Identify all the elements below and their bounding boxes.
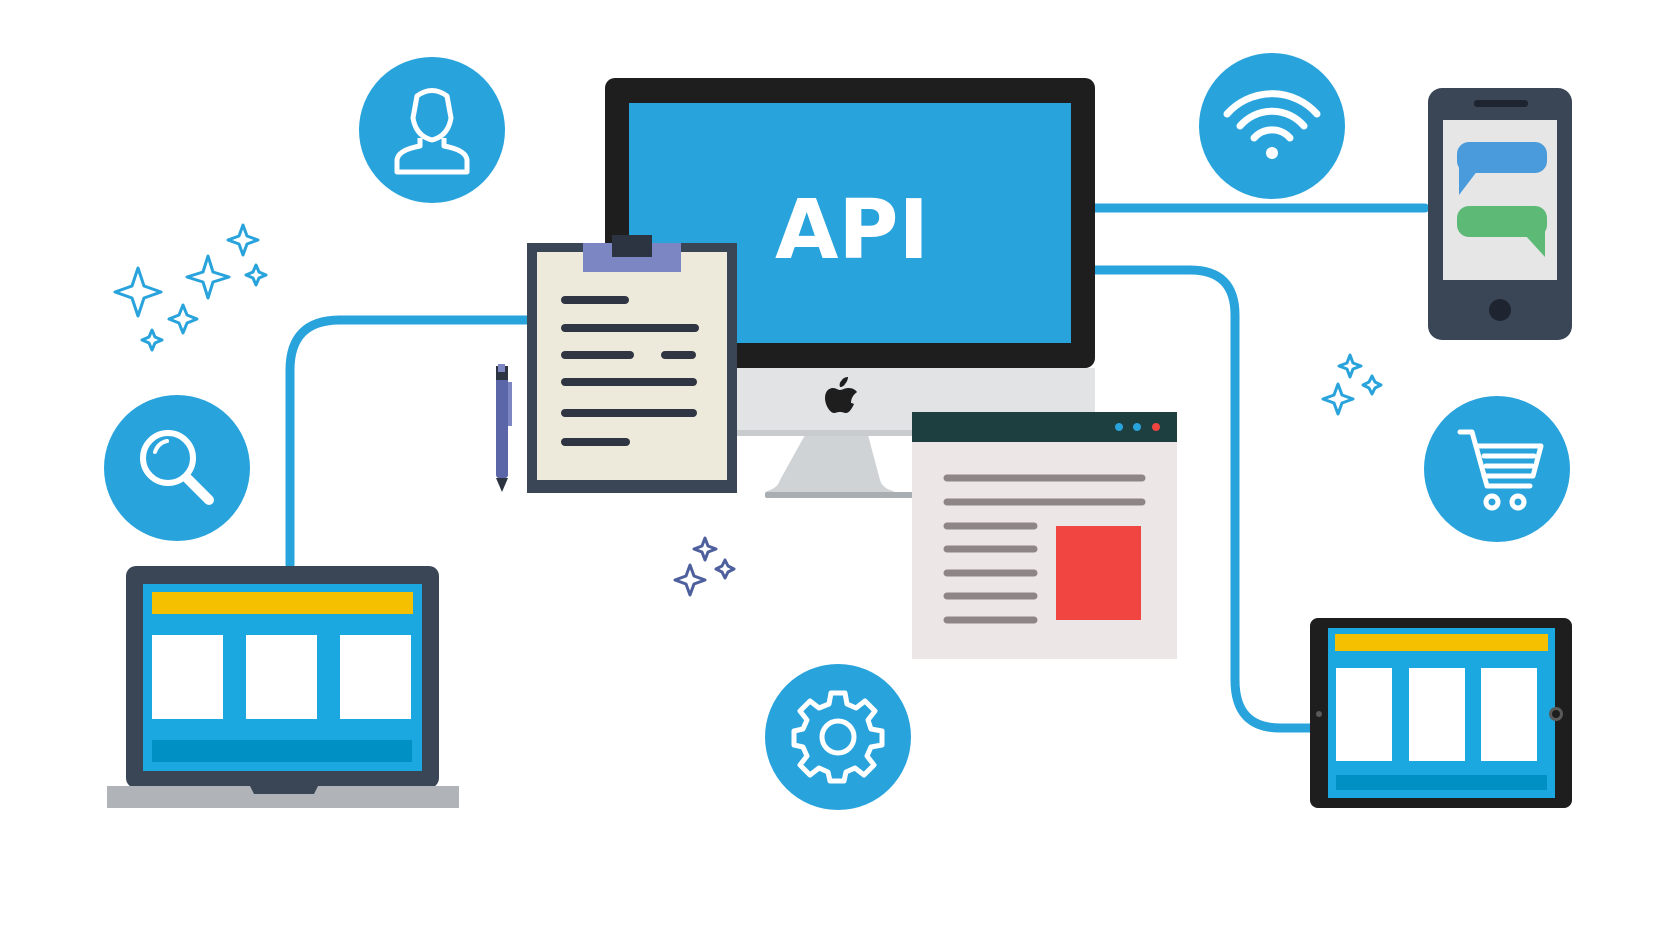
sparkle-icon bbox=[113, 223, 1383, 416]
browser-window bbox=[912, 412, 1177, 659]
cart-icon bbox=[1457, 429, 1544, 511]
chat-bubble-blue bbox=[1457, 142, 1547, 173]
smartphone bbox=[1428, 88, 1572, 340]
wifi-icon bbox=[1223, 90, 1321, 159]
user-badge bbox=[359, 57, 505, 203]
phone-home-button bbox=[1489, 299, 1511, 321]
tablet bbox=[1310, 618, 1572, 808]
laptop bbox=[107, 566, 459, 808]
wifi-badge bbox=[1199, 53, 1345, 199]
settings-badge bbox=[765, 664, 911, 810]
search-icon bbox=[140, 430, 214, 505]
user-icon bbox=[394, 88, 470, 175]
clipboard-lines bbox=[561, 296, 699, 446]
clipboard bbox=[527, 235, 737, 493]
sparkle-icon bbox=[673, 536, 736, 597]
browser-text-lines bbox=[943, 474, 1146, 624]
connector-lines bbox=[285, 203, 1430, 733]
connector-laptop bbox=[285, 315, 535, 570]
api-label: API bbox=[775, 183, 929, 278]
monitor-stand bbox=[765, 435, 895, 492]
cart-badge bbox=[1424, 396, 1570, 542]
browser-image-block bbox=[1056, 526, 1141, 620]
gear-icon bbox=[791, 690, 885, 784]
chat-bubble-green bbox=[1457, 206, 1547, 237]
pen-icon bbox=[496, 364, 512, 492]
connector-tablet bbox=[1090, 265, 1317, 733]
search-badge bbox=[104, 395, 250, 541]
apple-logo-icon bbox=[825, 377, 857, 413]
